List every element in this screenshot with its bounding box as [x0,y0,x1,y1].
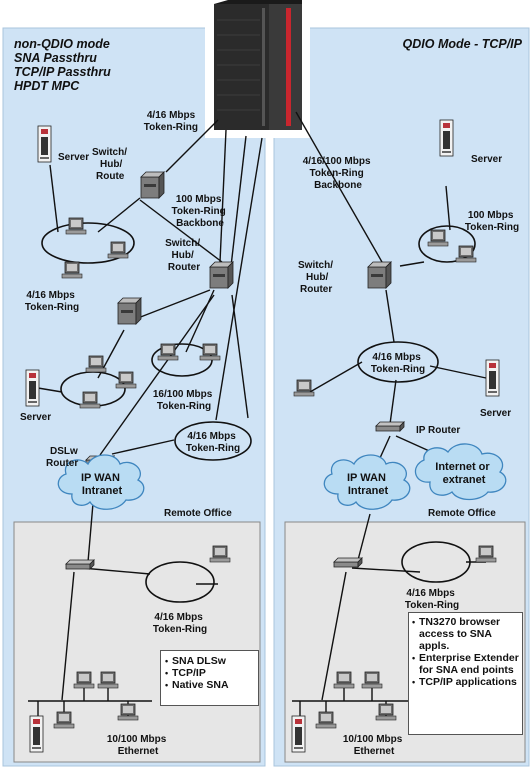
label-ring-left: 4/16 Mbps Token-Ring [25,290,79,313]
server-icon [29,715,44,753]
label-left-ethernet: 10/100 Mbps Ethernet [107,734,169,757]
right-note-item: TCP/IP applications [412,676,520,688]
pc-icon [475,545,497,563]
pc-icon [61,261,83,279]
label-right-ring-oval: 4/16 Mbps Token-Ring [371,352,425,375]
label-right-ethernet: 10/100 Mbps Ethernet [343,734,405,757]
pc-icon [53,711,75,729]
label-right-cloud-wan: IP WAN Intranet [347,472,389,497]
label-right-server-top: Server [471,154,502,165]
pc-icon [117,703,139,721]
left-title-line: TCP/IP Passthru [14,65,111,79]
pc-icon [85,355,107,373]
pc-icon [107,241,129,259]
right-cloud-internet [414,443,507,501]
server-icon [25,369,40,407]
left-title-line: SNA Passthru [14,51,97,65]
pc-icon [427,229,449,247]
server-icon [37,125,52,163]
label-right-backbone: 4/16/100 Mbps Token-Ring Backbone [303,156,374,191]
right-token-rings [357,225,476,583]
label-right-server: Server [480,408,511,419]
right-cloud-wan [323,454,411,510]
server-icon [439,119,454,157]
label-right-ring-top: 100 Mbps Token-Ring [465,210,519,233]
label-server-top: Server [58,152,89,163]
label-right-remote-office: Remote Office [428,508,496,519]
label-ip-router: IP Router [416,425,460,436]
label-right-switch: Switch/ Hub/ Router [298,260,336,295]
label-left-remote-ring: 4/16 Mbps Token-Ring [153,612,207,635]
switch-hub-router-icon [209,261,234,289]
server-icon [291,715,306,753]
pc-icon [455,245,477,263]
label-ring-mid: 16/100 Mbps Token-Ring [153,389,215,412]
label-switch-top: Switch/ Hub/ Route [92,147,130,182]
label-switch-mid: Switch/ Hub/ Router [165,238,203,273]
right-title: QDIO Mode - TCP/IP [403,37,523,51]
switch-hub-router-icon [140,171,165,199]
label-left-remote-office: Remote Office [164,508,232,519]
label-dlsw-router: DSLw Router [46,446,81,469]
right-note-item: Enterprise Extender for SNA end points [412,652,520,676]
label-server-bottom: Server [20,412,51,423]
pc-icon [97,671,119,689]
pc-icon [73,671,95,689]
label-backbone: 100 Mbps Token-Ring Backbone [171,194,228,229]
pc-icon [361,671,383,689]
pc-icon [333,671,355,689]
left-note-item: SNA DLSw [165,655,255,667]
mainframe-image [205,0,310,138]
label-left-cloud: IP WAN Intranet [81,472,123,497]
left-notes-box: SNA DLSw TCP/IP Native SNA [160,650,259,706]
label-right-cloud-internet: Internet or extranet [435,461,492,486]
switch-hub-router-icon [367,261,392,289]
left-note-item: Native SNA [165,679,255,691]
left-title-line: HPDT MPC [14,79,80,93]
right-note-item: TN3270 browser access to SNA appls. [412,616,520,652]
pc-icon [115,371,137,389]
left-title: non-QDIO mode SNA Passthru TCP/IP Passth… [14,37,114,93]
left-note-item: TCP/IP [165,667,255,679]
server-icon [485,359,500,397]
label-ring-oval: 4/16 Mbps Token-Ring [186,431,240,454]
router-icon [65,559,95,570]
pc-icon [293,379,315,397]
left-title-line: non-QDIO mode [14,37,110,51]
pc-icon [209,545,231,563]
left-connections [28,119,263,724]
switch-hub-router-icon [117,297,142,325]
label-token-ring-top: 4/16 Mbps Token-Ring [144,110,198,133]
router-icon [333,557,363,568]
right-notes-box: TN3270 browser access to SNA appls. Ente… [408,612,523,735]
left-cloud [57,454,145,510]
pc-icon [65,217,87,235]
pc-icon [375,703,397,721]
pc-icon [315,711,337,729]
ip-router-icon [375,421,405,432]
pc-icon [157,343,179,361]
pc-icon [199,343,221,361]
label-right-remote-ring: 4/16 Mbps Token-Ring [405,588,459,611]
pc-icon [79,391,101,409]
